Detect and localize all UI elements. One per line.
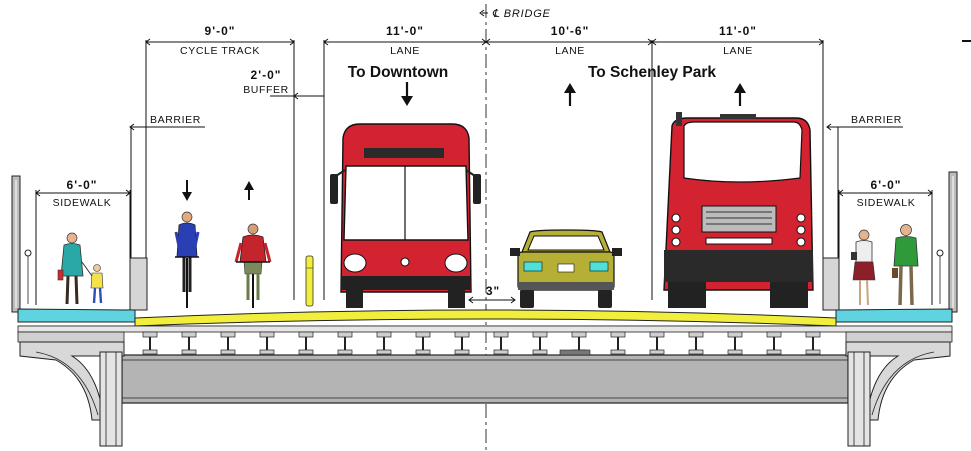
direction-schenley: To Schenley Park [588, 64, 716, 81]
svg-text:9'-0": 9'-0" [205, 24, 236, 38]
girder-base [454, 349, 470, 355]
bracket-right [845, 331, 953, 447]
svg-text:SIDEWALK: SIDEWALK [857, 197, 916, 209]
girder-base [181, 349, 197, 355]
dimension-lane-left: 11'-0" LANE [323, 24, 487, 300]
girder-flange [220, 331, 236, 338]
svg-text:11'-0": 11'-0" [719, 24, 757, 38]
girder-base [220, 349, 236, 355]
centerline-label: ℄ BRIDGE [492, 8, 551, 20]
bracket-left [17, 331, 125, 447]
girder-flange [415, 331, 431, 338]
barrier-post-left [129, 257, 148, 311]
cyclist-blue [174, 211, 200, 308]
box-beam [121, 354, 849, 404]
girder-flange [649, 331, 665, 338]
girder-flange [493, 331, 509, 338]
girder-base [649, 349, 665, 355]
svg-text:3": 3" [486, 284, 500, 298]
dimension-cycle-track: 9'-0" CYCLE TRACK [145, 24, 295, 300]
dimension-lane-mid: 10'-6" LANE [485, 24, 653, 300]
girder-base [376, 349, 392, 355]
girder-base [259, 349, 275, 355]
pedestrian-woman-right [851, 229, 876, 306]
girder-flange [727, 331, 743, 338]
svg-text:BARRIER: BARRIER [150, 114, 201, 126]
svg-text:BUFFER: BUFFER [243, 84, 289, 96]
girder-flange [259, 331, 275, 338]
barrier-post-right [822, 257, 840, 311]
svg-text:6'-0": 6'-0" [67, 178, 98, 192]
bus-front [330, 123, 481, 308]
girder-flange [337, 331, 353, 338]
girder-base [766, 349, 782, 355]
girder-base [337, 349, 353, 355]
girder-flange [181, 331, 197, 338]
svg-text:10'-6": 10'-6" [551, 24, 590, 38]
girder-base [610, 349, 626, 355]
girder-base [493, 349, 509, 355]
girder-base [727, 349, 743, 355]
svg-text:BARRIER: BARRIER [851, 114, 902, 126]
deck-girders [142, 331, 821, 355]
girder-flange [532, 331, 548, 338]
girder-flange [298, 331, 314, 338]
girder-flange [454, 331, 470, 338]
bus-rear [663, 112, 814, 308]
cyclist-red [234, 223, 272, 308]
arrow-down-icon [401, 82, 413, 106]
dimension-lane-right: 11'-0" LANE [651, 24, 824, 300]
bike-arrow-down-icon [182, 180, 192, 201]
dimension-gap: 3" [468, 284, 516, 304]
girder-flange [610, 331, 626, 338]
dimension-sidewalk-right: 6'-0" SIDEWALK [838, 178, 933, 305]
girder-base [688, 349, 704, 355]
girder-base [142, 349, 158, 355]
girder-base [805, 349, 821, 355]
svg-text:11'-0": 11'-0" [386, 24, 424, 38]
bike-arrow-up-icon [244, 181, 254, 200]
svg-text:CYCLE TRACK: CYCLE TRACK [180, 45, 260, 57]
pedestrian-man-right [892, 224, 919, 306]
girder-flange [805, 331, 821, 338]
girder-base [298, 349, 314, 355]
girder-flange [376, 331, 392, 338]
girder-flange [688, 331, 704, 338]
arrow-up-icon [564, 83, 576, 106]
railing-left [11, 175, 32, 313]
girder-flange [142, 331, 158, 338]
svg-text:6'-0": 6'-0" [871, 178, 902, 192]
sidewalk-right [835, 308, 953, 323]
girder-base [532, 349, 548, 355]
svg-text:LANE: LANE [390, 45, 420, 57]
girder-flange [571, 331, 587, 338]
railing-right [936, 171, 958, 313]
car [510, 229, 622, 308]
girder-flange [766, 331, 782, 338]
direction-downtown: To Downtown [348, 64, 448, 81]
sidewalk-left [17, 308, 136, 323]
bollard [305, 255, 314, 307]
dimension-buffer: 2'-0" BUFFER [243, 68, 324, 100]
svg-text:2'-0": 2'-0" [251, 68, 282, 82]
svg-text:SIDEWALK: SIDEWALK [53, 197, 112, 209]
pedestrian-mother-child [57, 232, 104, 305]
svg-text:LANE: LANE [723, 45, 753, 57]
dimension-sidewalk-left: 6'-0" SIDEWALK [35, 178, 131, 305]
svg-text:LANE: LANE [555, 45, 585, 57]
girder-base [415, 349, 431, 355]
cropped-legend-edge [962, 40, 971, 42]
arrow-up-icon [734, 83, 746, 106]
